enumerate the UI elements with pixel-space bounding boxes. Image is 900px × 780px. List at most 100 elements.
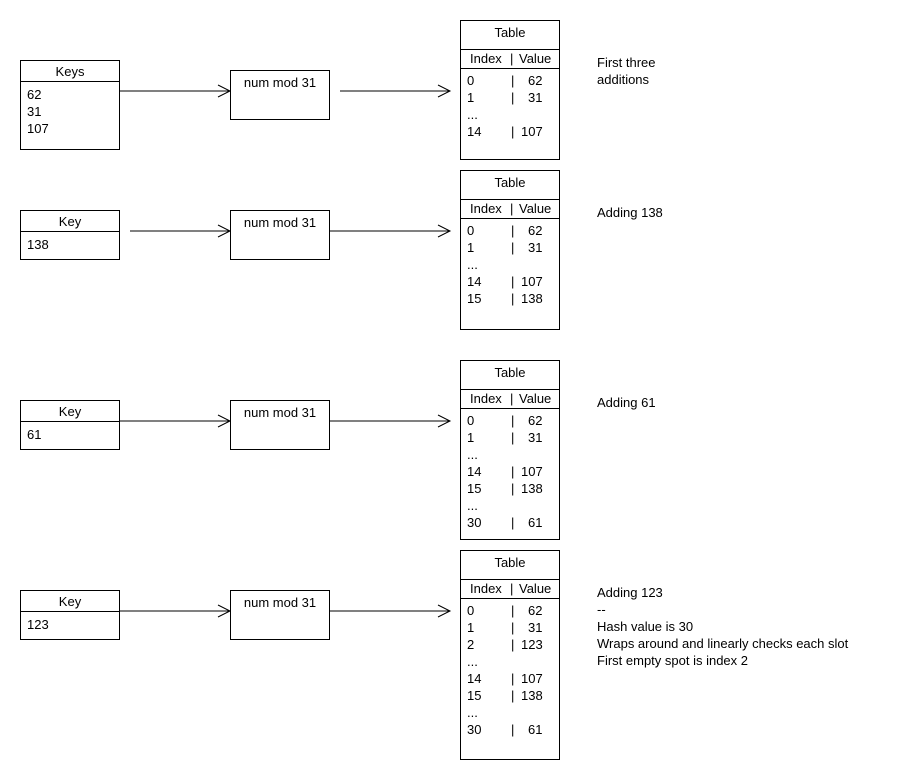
row-index: 1 <box>467 240 475 255</box>
table-row: 15 | 138 <box>461 290 559 307</box>
arrow <box>130 224 232 238</box>
table-row: 15|138 <box>461 687 559 704</box>
key-box-header: Key <box>21 401 119 422</box>
row-separator: | <box>511 124 515 139</box>
table-row: 30|61 <box>461 721 559 738</box>
row-index: 15 <box>467 291 482 306</box>
row-value: 62 <box>528 603 543 618</box>
row-value: 31 <box>528 620 543 635</box>
row-separator: | <box>511 515 515 530</box>
key-value: 107 <box>27 121 49 136</box>
table-row: ... <box>461 704 559 721</box>
row-value: 62 <box>528 73 543 88</box>
key-box: Key 123 <box>20 590 120 640</box>
table-title: Table <box>494 365 526 380</box>
row-value: 31 <box>528 90 543 105</box>
annotation-note: Adding 138 <box>597 204 663 221</box>
table-row: 14|107 <box>461 123 559 140</box>
row-value: 138 <box>521 481 543 496</box>
table-row: ... <box>461 653 559 670</box>
key-value: 123 <box>27 617 49 632</box>
index-header: Index <box>470 581 502 596</box>
row-value: 107 <box>521 464 543 479</box>
row-separator: | <box>511 90 515 105</box>
value-header: Value <box>519 201 552 216</box>
row-index: 1 <box>467 430 475 445</box>
table-row: 14|107 <box>461 463 559 480</box>
table-row: ... <box>461 497 559 514</box>
table-row: 15|138 <box>461 480 559 497</box>
row-separator: | <box>511 291 515 306</box>
note-line: Hash value is 30 <box>597 619 694 634</box>
index-header: Index <box>470 51 502 66</box>
hash-function-box: num mod 31 <box>230 400 330 450</box>
arrow <box>340 84 452 98</box>
key-value: 62 <box>27 87 42 102</box>
note-line: First three <box>597 55 656 70</box>
column-separator: | <box>510 581 514 596</box>
row-separator: | <box>511 464 515 479</box>
key-list: 61 <box>21 422 119 443</box>
table-row: ... <box>461 106 559 123</box>
hash-function-box: num mod 31 <box>230 70 330 120</box>
row-index: 14 <box>467 671 482 686</box>
row-value: 61 <box>528 722 543 737</box>
column-separator: | <box>510 201 514 216</box>
key-box-header: Key <box>21 591 119 612</box>
row-separator: | <box>511 603 515 618</box>
key-list: 123 <box>21 612 119 633</box>
row-value: 31 <box>528 430 543 445</box>
table-row: 14|107 <box>461 273 559 290</box>
table-row: 0 | 62 <box>461 602 559 619</box>
table-column-headers: Index|Value <box>461 579 559 599</box>
key-value: 138 <box>27 237 49 252</box>
note-line: -- <box>597 602 606 617</box>
table-row: 1|31 <box>461 239 559 256</box>
key-list: 138 <box>21 232 119 253</box>
annotation-note: Adding 61 <box>597 394 656 411</box>
row-value: 62 <box>528 413 543 428</box>
row-index: 0 <box>467 603 475 618</box>
row-index: ... <box>467 705 478 720</box>
row-value: 107 <box>521 124 543 139</box>
hash-function-box: num mod 31 <box>230 210 330 260</box>
row-index: 0 <box>467 413 475 428</box>
note-line: Wraps around and linearly checks each sl… <box>597 636 849 651</box>
row-separator: | <box>511 722 515 737</box>
table-column-headers: Index|Value <box>461 389 559 409</box>
row-separator: | <box>511 73 515 88</box>
row-separator: | <box>511 430 515 445</box>
table-column-headers: Index|Value <box>461 199 559 219</box>
row-value: 31 <box>528 240 543 255</box>
table-column-headers: Index|Value <box>461 49 559 69</box>
note-line: Adding 123 <box>597 585 663 600</box>
table-row: 0 | 62 <box>461 72 559 89</box>
row-index: ... <box>467 257 478 272</box>
row-index: 1 <box>467 90 475 105</box>
row-index: ... <box>467 654 478 669</box>
arrow <box>120 84 232 98</box>
key-box-header: Keys <box>21 61 119 82</box>
table-row: 1|31 <box>461 619 559 636</box>
hash-function-box: num mod 31 <box>230 590 330 640</box>
row-separator: | <box>511 481 515 496</box>
row-value: 62 <box>528 223 543 238</box>
row-index: 15 <box>467 688 482 703</box>
row-index: 14 <box>467 274 482 289</box>
row-separator: | <box>511 274 515 289</box>
row-value: 138 <box>521 291 543 306</box>
row-index: 0 <box>467 73 475 88</box>
table-row: 0|62 <box>461 412 559 429</box>
table-row: ... <box>461 256 559 273</box>
row-index: 2 <box>467 637 475 652</box>
table-title: Table <box>494 555 526 570</box>
index-header: Index <box>470 391 502 406</box>
arrow <box>120 604 232 618</box>
table-row: 14|107 <box>461 670 559 687</box>
